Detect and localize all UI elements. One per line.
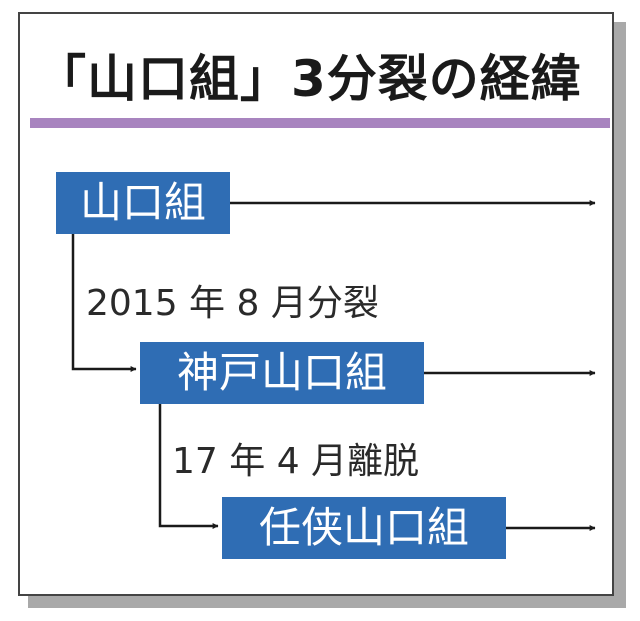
- branch-connector-exit: [158, 404, 219, 529]
- diagram-title: 「山口組」3分裂の経緯: [36, 50, 582, 108]
- event-label-split: 2015 年 8 月分裂: [86, 283, 379, 324]
- org-box-yamaguchi: 山口組: [56, 172, 230, 234]
- title-underline: [30, 118, 610, 128]
- branch-connector-split: [71, 234, 137, 372]
- event-label-exit: 17 年 4 月離脱: [172, 441, 420, 482]
- org-box-kobe-yamaguchi: 神戸山口組: [140, 342, 424, 404]
- org-box-ninkyo-yamaguchi: 任侠山口組: [222, 497, 506, 559]
